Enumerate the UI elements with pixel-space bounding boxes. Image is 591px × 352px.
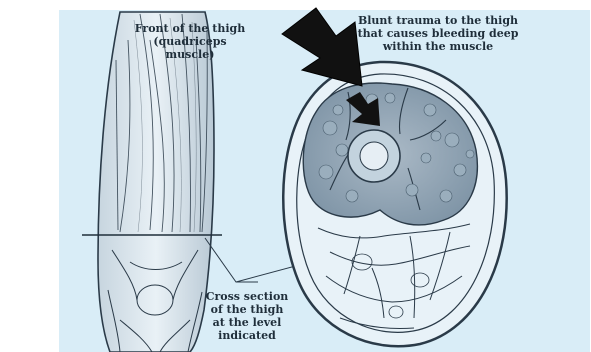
cross-section-label: Cross section of the thigh at the level … bbox=[187, 290, 307, 342]
thigh-cross-section bbox=[283, 62, 506, 346]
front-thigh-label: Front of the thigh (quadriceps muscle) bbox=[130, 22, 250, 61]
trauma-label: Blunt trauma to the thigh that causes bl… bbox=[338, 14, 538, 53]
